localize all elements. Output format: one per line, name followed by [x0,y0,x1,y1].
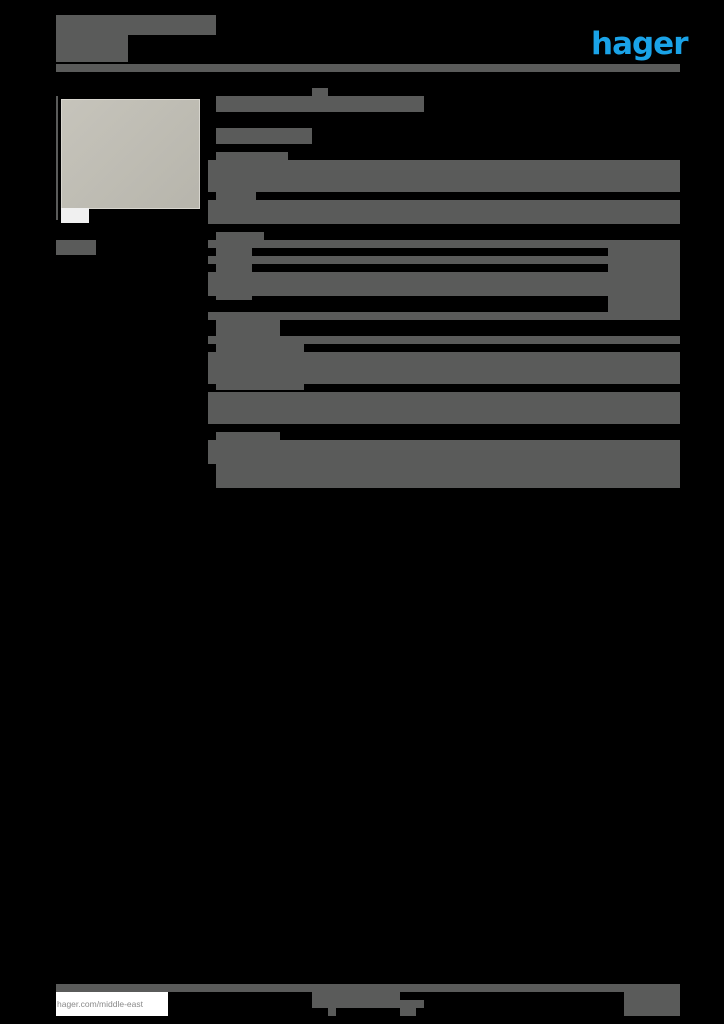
section-4-heading [216,320,280,336]
section-1-content [208,160,680,192]
footer-rule [56,984,680,992]
product-reference [216,128,312,144]
section-3-right-col [608,248,680,320]
section-2-content [208,200,680,224]
section-1-sub [216,188,256,200]
header-rule [56,64,680,72]
hager-logo: hager [591,26,688,62]
product-image-label [61,208,89,223]
product-title [216,96,424,112]
footer-center-text [312,992,400,1008]
section-4-row-2 [208,352,680,384]
product-title-tick [312,88,328,98]
section-3-row-3 [208,272,680,296]
footer-url-link[interactable]: hager.com/middle-east [56,992,168,1016]
section-3-row-1 [208,240,680,248]
footer-center-tick-2 [400,1008,416,1016]
side-label [56,240,96,255]
section-4-row-3 [208,392,680,400]
section-4-row-1 [208,336,680,344]
section-6-content-2 [216,460,680,488]
footer-center-mark [400,1000,424,1008]
section-3-row-4 [208,312,680,320]
footer-page-info [624,992,680,1016]
section-5-content [208,400,680,424]
section-3-row-2 [208,256,680,264]
image-border-line [56,96,58,220]
footer-center-tick-1 [328,1008,336,1016]
header-subtitle [56,25,128,62]
product-image [61,99,200,209]
